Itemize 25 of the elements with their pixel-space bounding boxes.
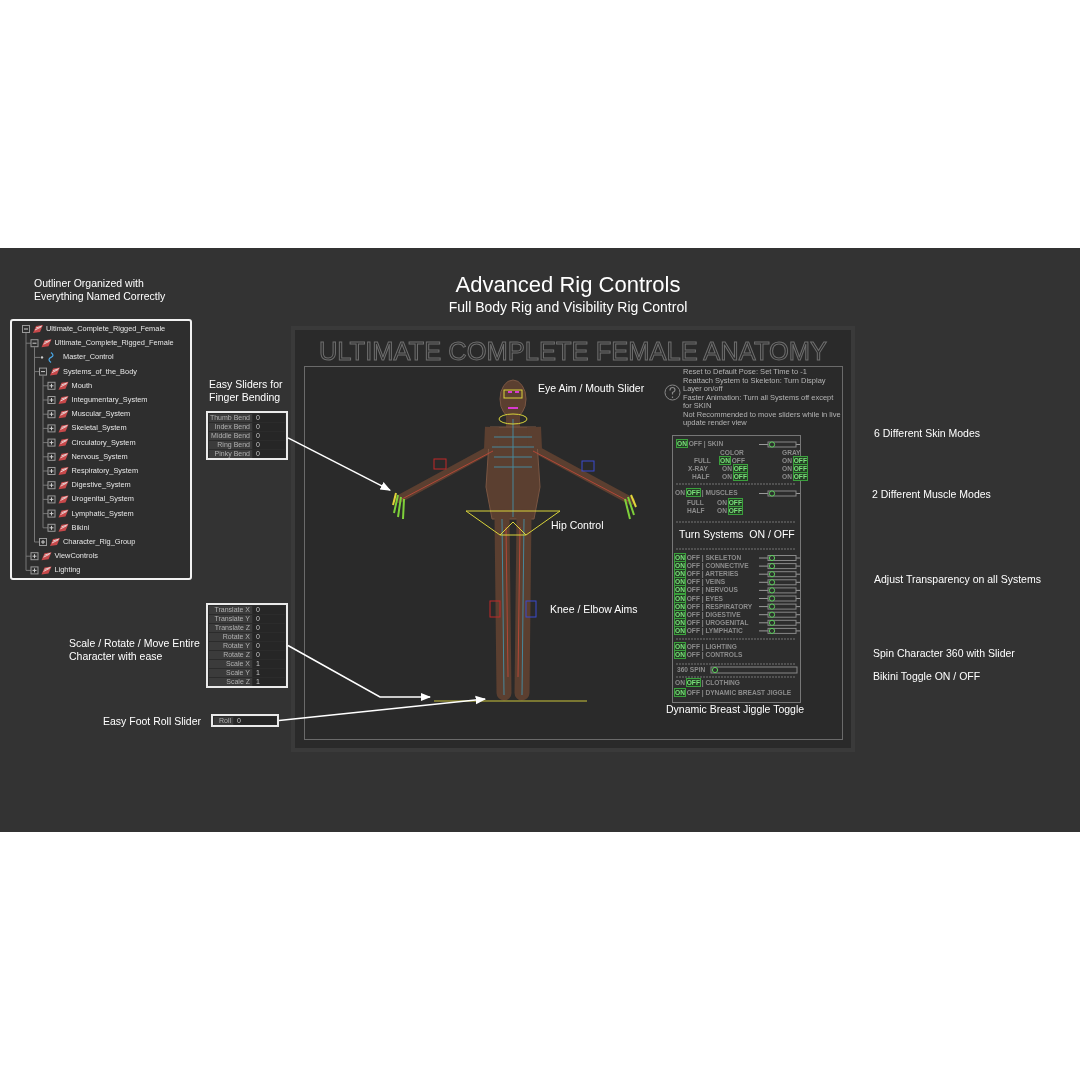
- callout-text: Hip Control: [551, 519, 604, 532]
- callout-text: Eye Aim / Mouth Slider: [538, 382, 645, 395]
- arrow: [278, 695, 487, 722]
- outliner-panel: [10, 319, 192, 580]
- viewport-frame: [291, 326, 855, 752]
- feature-note: 2 Different Muscle Modes: [872, 488, 991, 501]
- feature-note: 6 Different Skin Modes: [874, 427, 981, 440]
- attribute-panel: [206, 603, 288, 688]
- arrow: [287, 437, 391, 491]
- attribute-panel: [211, 714, 279, 727]
- node-label: Easy Foot Roll Slider: [103, 715, 203, 728]
- feature-note: Bikini Toggle ON / OFF: [873, 670, 981, 683]
- callout-text: Knee / Elbow Aims: [550, 603, 638, 616]
- node-label: Scale / Rotate / Move Entire Character with ease: [69, 637, 201, 663]
- feature-note: Spin Character 360 with Slider: [873, 647, 1015, 660]
- feature-note: Adjust Transparency on all Systems: [874, 573, 1041, 586]
- arrow: [287, 644, 432, 702]
- section-heading: Turn Systems ON / OFF: [679, 528, 795, 541]
- panel-heading: Outliner Organized with Everything Named Correctly: [34, 277, 167, 303]
- panel-heading: Easy Sliders for Finger Bending: [209, 378, 284, 404]
- subtitle: Full Body Rig and Visibility Rig Control: [447, 300, 689, 315]
- ground-line: [434, 699, 587, 703]
- slider-panel: [206, 411, 288, 460]
- title: Advanced Rig Controls: [454, 272, 682, 298]
- outlined-title: ULTIMATE COMPLETE FEMALE ANATOMY: [317, 336, 829, 366]
